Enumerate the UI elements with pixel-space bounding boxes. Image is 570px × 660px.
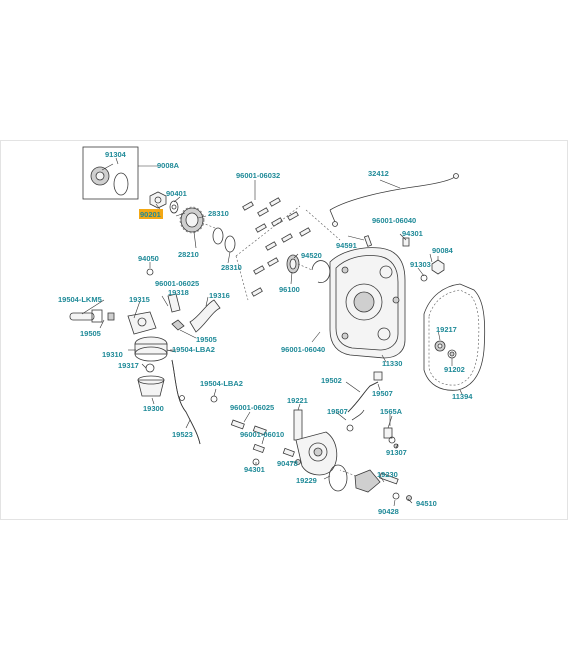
highlight-marker (139, 209, 163, 219)
label-96001-06025-top: 96001-06025 (155, 279, 199, 288)
label-28210: 28210 (178, 250, 199, 259)
crankcase-cover-shape (329, 247, 406, 363)
label-19507-bottom: 19507 (327, 407, 348, 416)
kit-callout-box (82, 146, 158, 200)
label-19523: 19523 (172, 430, 193, 439)
label-96001-06032: 96001-06032 (236, 171, 280, 180)
oring-shape (113, 172, 129, 196)
label-91303: 91303 (410, 260, 431, 269)
bolts-group-top (235, 180, 341, 301)
seal-parts-top (149, 191, 236, 253)
label-19507-top: 19507 (372, 389, 393, 398)
label-9008A: 9008A (157, 161, 180, 170)
label-19504-LBA2-bottom: 19504-LBA2 (200, 379, 243, 388)
diagram-frame (0, 140, 568, 520)
label-96001-06040-top: 96001-06040 (372, 216, 416, 225)
seal-circlip-shapes (286, 254, 331, 283)
label-94510: 94510 (416, 499, 437, 508)
right-hoses (346, 371, 399, 449)
label-19300: 19300 (143, 404, 164, 413)
nut-shape (149, 191, 167, 209)
water-pump-group (230, 409, 412, 501)
label-19230: 19230 (377, 470, 398, 479)
label-94520: 94520 (301, 251, 322, 260)
label-19505-right: 19505 (196, 335, 217, 344)
small-parts-right (363, 235, 445, 282)
label-94050: 94050 (138, 254, 159, 263)
label-28310-bottom: 28310 (221, 263, 242, 272)
gasket-shape (423, 283, 486, 395)
label-19315: 19315 (129, 295, 150, 304)
label-90401: 90401 (166, 189, 187, 198)
label-19217: 19217 (436, 325, 457, 334)
label-91304: 91304 (105, 150, 127, 159)
label-19317: 19317 (118, 361, 139, 370)
part-labels: 91304 9008A 90401 90201 28310 28210 2831… (58, 150, 473, 516)
label-32412: 32412 (368, 169, 389, 178)
callout-frame (82, 146, 139, 200)
label-96001-06040-bottom: 96001-06040 (281, 345, 325, 354)
label-96100: 96100 (279, 285, 300, 294)
label-90084: 90084 (432, 246, 454, 255)
label-90428: 90428 (378, 507, 399, 516)
label-19229: 19229 (296, 476, 317, 485)
label-96001-06025-bottom: 96001-06025 (230, 403, 274, 412)
label-19316: 19316 (209, 291, 230, 300)
label-19505-left: 19505 (80, 329, 101, 338)
label-11394: 11394 (452, 392, 473, 401)
label-19502: 19502 (321, 376, 342, 385)
label-94301-bottom: 94301 (244, 465, 265, 474)
label-19504-LKM5: 19504-LKM5 (58, 295, 102, 304)
label-19504-LBA2-top: 19504-LBA2 (172, 345, 215, 354)
label-1565A: 1565A (380, 407, 403, 416)
label-90478: 90478 (277, 459, 298, 468)
label-96001-06010: 96001-06010 (240, 430, 284, 439)
label-90201: 90201 (140, 210, 161, 219)
label-91202: 91202 (444, 365, 465, 374)
label-19310: 19310 (102, 350, 123, 359)
label-94591: 94591 (336, 241, 357, 250)
label-11330: 11330 (382, 359, 402, 368)
cable-shape (329, 173, 459, 227)
label-94301-top: 94301 (402, 229, 423, 238)
label-91307: 91307 (386, 448, 407, 457)
label-19221: 19221 (287, 396, 308, 405)
label-19318: 19318 (168, 288, 189, 297)
label-28310-top: 28310 (208, 209, 229, 218)
